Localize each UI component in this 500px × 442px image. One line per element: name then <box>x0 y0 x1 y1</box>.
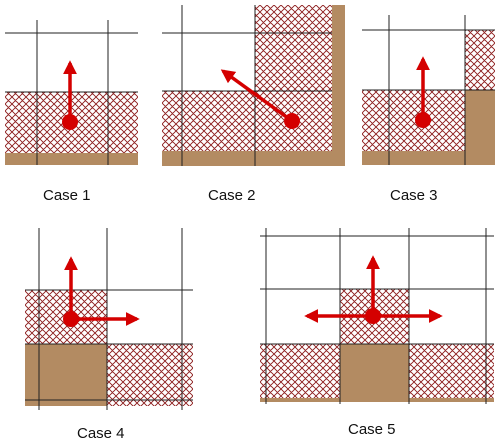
grid-lines <box>162 5 332 166</box>
hatched-cells-upper <box>255 5 332 91</box>
case-3-label: Case 3 <box>390 187 438 204</box>
case-4-diagram <box>25 228 193 410</box>
case-1-panel <box>5 20 138 165</box>
ground-strip <box>5 153 138 165</box>
ground-block <box>465 90 495 151</box>
case-3-diagram <box>362 15 495 165</box>
hatched-cell-lower-right <box>409 344 494 398</box>
grid-lines <box>25 228 193 410</box>
particle-dot <box>62 114 78 130</box>
case-5-label: Case 5 <box>348 421 396 438</box>
hatched-cells-lower <box>362 90 465 151</box>
hatched-cell-lower-left <box>260 344 340 398</box>
case-4-label: Case 4 <box>77 425 125 442</box>
hatched-cells-upper <box>465 30 495 90</box>
case-2-panel <box>162 5 345 166</box>
ground-strip-bottom <box>162 151 345 166</box>
case-1-label: Case 1 <box>43 187 91 204</box>
particle-dot <box>415 112 431 128</box>
case-1-diagram <box>5 20 138 165</box>
particle-dot <box>63 311 79 327</box>
hatched-cells-lower <box>162 91 332 151</box>
particle-dot <box>365 308 381 324</box>
ground-strip <box>260 398 494 402</box>
particle-dot <box>284 113 300 129</box>
ground-block <box>340 344 409 398</box>
ground-block <box>25 344 107 406</box>
case-2-diagram <box>162 5 345 166</box>
case-5-panel <box>260 228 494 404</box>
velocity-arrows <box>304 255 443 323</box>
ground-strip <box>362 151 495 165</box>
hatched-cell-lower-right <box>107 344 193 406</box>
case-5-diagram <box>260 228 494 404</box>
ground-strip-right <box>332 5 345 166</box>
case-2-label: Case 2 <box>208 187 256 204</box>
case-3-panel <box>362 15 495 165</box>
grid-lines <box>362 15 495 165</box>
velocity-arrows <box>220 69 294 123</box>
case-4-panel <box>25 228 193 410</box>
velocity-arrows <box>64 256 140 326</box>
